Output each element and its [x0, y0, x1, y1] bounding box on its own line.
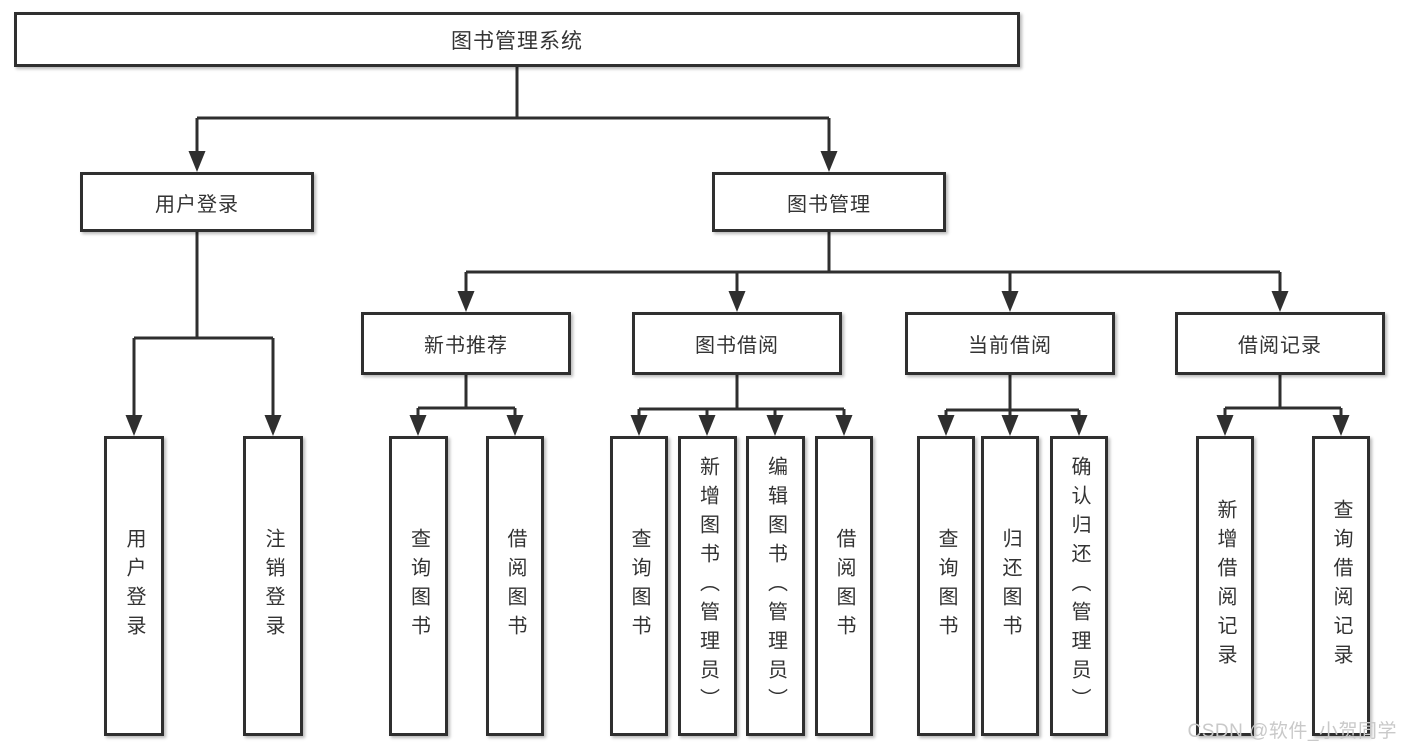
- node-label: 新增图书（管理员）: [696, 455, 719, 717]
- node-logout-leaf: 注销登录: [243, 436, 303, 736]
- arrowheads: [125, 118, 1350, 436]
- node-return-books: 归还图书: [981, 436, 1039, 736]
- node-edit-books-admin: 编辑图书（管理员）: [746, 436, 805, 736]
- node-add-borrow-record: 新增借阅记录: [1196, 436, 1254, 736]
- node-new-book-recommend: 新书推荐: [361, 312, 571, 375]
- node-query-books-recommend: 查询图书: [389, 436, 448, 736]
- node-label: 查询图书: [628, 528, 650, 644]
- node-library-management-system: 图书管理系统: [14, 12, 1020, 67]
- node-book-management: 图书管理: [712, 172, 946, 232]
- node-borrowing-records: 借阅记录: [1175, 312, 1385, 375]
- node-label: 查询图书: [935, 528, 957, 644]
- node-label: 查询借阅记录: [1330, 499, 1352, 673]
- node-label: 确认归还（管理员）: [1068, 455, 1090, 717]
- node-label: 用户登录: [123, 528, 145, 644]
- node-user-login-leaf: 用户登录: [104, 436, 164, 736]
- node-query-borrow-record: 查询借阅记录: [1312, 436, 1370, 736]
- node-borrow-books-borrowing: 借阅图书: [815, 436, 873, 736]
- node-label: 借阅图书: [833, 528, 855, 644]
- node-label: 借阅图书: [504, 528, 526, 644]
- csdn-watermark: CSDN @软件_小贺同学: [1187, 721, 1397, 742]
- node-confirm-return-admin: 确认归还（管理员）: [1050, 436, 1108, 736]
- node-add-books-admin: 新增图书（管理员）: [678, 436, 737, 736]
- node-book-borrowing: 图书借阅: [632, 312, 842, 375]
- node-label: 注销登录: [262, 528, 284, 644]
- node-borrow-books-recommend: 借阅图书: [486, 436, 544, 736]
- node-user-login: 用户登录: [80, 172, 314, 232]
- node-label: 新增借阅记录: [1214, 499, 1236, 673]
- node-query-books-current: 查询图书: [917, 436, 975, 736]
- node-label: 归还图书: [999, 528, 1021, 644]
- node-label: 编辑图书（管理员）: [764, 455, 787, 717]
- node-current-borrowing: 当前借阅: [905, 312, 1115, 375]
- node-label: 查询图书: [407, 528, 430, 644]
- node-query-books-borrowing: 查询图书: [610, 436, 668, 736]
- connector-trunks-and-bars: [134, 67, 1341, 412]
